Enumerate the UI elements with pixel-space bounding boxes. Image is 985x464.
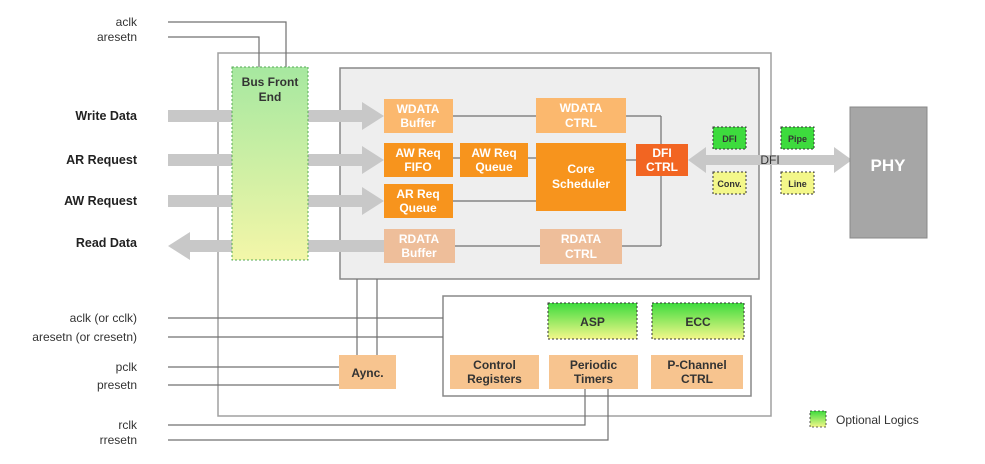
pipe-line-bottom-label: Line bbox=[788, 179, 807, 189]
port-read-data: Read Data bbox=[76, 236, 138, 250]
dfi-ctrl-block[interactable] bbox=[636, 144, 688, 176]
asp-block[interactable] bbox=[547, 302, 638, 340]
phy-label: PHY bbox=[871, 156, 907, 175]
wdata-ctrl-label-1: WDATA bbox=[560, 101, 603, 115]
rdata-buffer-label-2: Buffer bbox=[401, 246, 437, 260]
wdata-ctrl-label-2: CTRL bbox=[565, 116, 597, 130]
core-scheduler-label-2: Scheduler bbox=[552, 177, 610, 191]
periodic-timers-label-1: Periodic bbox=[570, 358, 618, 372]
bus-front-end-label-1: Bus Front bbox=[242, 75, 299, 89]
dfi-ctrl-label-1: DFI bbox=[652, 146, 671, 160]
aw-req-queue-label-1: AW Req bbox=[471, 146, 516, 160]
pipe-line-top-label: Pipe bbox=[788, 134, 807, 144]
asp-label: ASP bbox=[580, 315, 605, 329]
clock-wires-top bbox=[168, 21, 287, 67]
ar-req-queue-label-1: AR Req bbox=[396, 187, 439, 201]
dfi-conv-bottom-block[interactable] bbox=[712, 171, 747, 195]
signal-rclk: rclk bbox=[118, 418, 138, 432]
port-ar-request: AR Request bbox=[66, 153, 138, 167]
dfi-conv-top-label: DFI bbox=[722, 134, 737, 144]
periodic-timers-label-2: Timers bbox=[574, 372, 613, 386]
wdata-buffer-label-2: Buffer bbox=[400, 116, 436, 130]
wdata-buffer-label-1: WDATA bbox=[397, 102, 440, 116]
aw-req-fifo-block[interactable] bbox=[384, 143, 453, 177]
phy-block[interactable] bbox=[849, 106, 928, 239]
signal-aclk: aclk bbox=[116, 15, 138, 29]
ar-req-queue-label-2: Queue bbox=[399, 201, 437, 215]
control-registers-block[interactable] bbox=[450, 355, 539, 389]
aw-req-fifo-label-1: AW Req bbox=[395, 146, 440, 160]
legend-label: Optional Logics bbox=[836, 413, 919, 427]
dfi-conv-bottom-label: Conv. bbox=[717, 179, 741, 189]
core-scheduler-block[interactable] bbox=[536, 143, 626, 211]
aw-req-fifo-label-2: FIFO bbox=[404, 160, 431, 174]
p-channel-ctrl-block[interactable] bbox=[651, 355, 743, 389]
signal-pclk: pclk bbox=[116, 360, 138, 374]
ecc-label: ECC bbox=[685, 315, 711, 329]
signal-aresetn: aresetn bbox=[97, 30, 137, 44]
control-registers-label-1: Control bbox=[473, 358, 516, 372]
p-channel-ctrl-label-1: P-Channel bbox=[667, 358, 726, 372]
async-label: Aync. bbox=[351, 366, 383, 380]
signal-aclk-cclk: aclk (or cclk) bbox=[70, 311, 137, 325]
dfi-link-label: DFI bbox=[760, 153, 779, 167]
bus-front-end-block[interactable] bbox=[231, 66, 309, 261]
core-scheduler-label-1: Core bbox=[567, 162, 595, 176]
dfi-phy-arrow bbox=[688, 147, 852, 173]
async-block[interactable] bbox=[339, 355, 396, 389]
bus-front-end-label-2: End bbox=[259, 90, 282, 104]
signal-aresetn-cresetn: aresetn (or cresetn) bbox=[32, 330, 137, 344]
p-channel-ctrl-label-2: CTRL bbox=[681, 372, 713, 386]
ar-req-queue-block[interactable] bbox=[384, 184, 453, 218]
aw-req-queue-label-2: Queue bbox=[475, 160, 513, 174]
ecc-block[interactable] bbox=[651, 302, 745, 340]
rdata-ctrl-label-1: RDATA bbox=[561, 232, 602, 246]
wdata-ctrl-block[interactable] bbox=[536, 98, 626, 133]
periodic-timers-block[interactable] bbox=[549, 355, 638, 389]
wdata-buffer-block[interactable] bbox=[384, 99, 453, 133]
control-registers-label-2: Registers bbox=[467, 372, 522, 386]
dfi-ctrl-label-2: CTRL bbox=[646, 160, 678, 174]
signal-presetn: presetn bbox=[97, 378, 137, 392]
signal-rresetn: rresetn bbox=[100, 433, 137, 447]
pipe-line-bottom-block[interactable] bbox=[780, 171, 815, 195]
dfi-conv-top-block[interactable] bbox=[712, 126, 747, 150]
legend-swatch bbox=[809, 410, 827, 428]
aw-req-queue-block[interactable] bbox=[460, 143, 528, 177]
rdata-buffer-label-1: RDATA bbox=[399, 232, 440, 246]
rdata-ctrl-block[interactable] bbox=[540, 229, 622, 264]
controller-outline bbox=[217, 52, 772, 417]
rdata-ctrl-label-2: CTRL bbox=[565, 247, 597, 261]
port-write-data: Write Data bbox=[75, 109, 138, 123]
port-aw-request: AW Request bbox=[64, 194, 138, 208]
internal-wiring bbox=[168, 115, 662, 441]
rdata-buffer-block[interactable] bbox=[384, 229, 455, 263]
pipe-line-top-block[interactable] bbox=[780, 126, 815, 150]
